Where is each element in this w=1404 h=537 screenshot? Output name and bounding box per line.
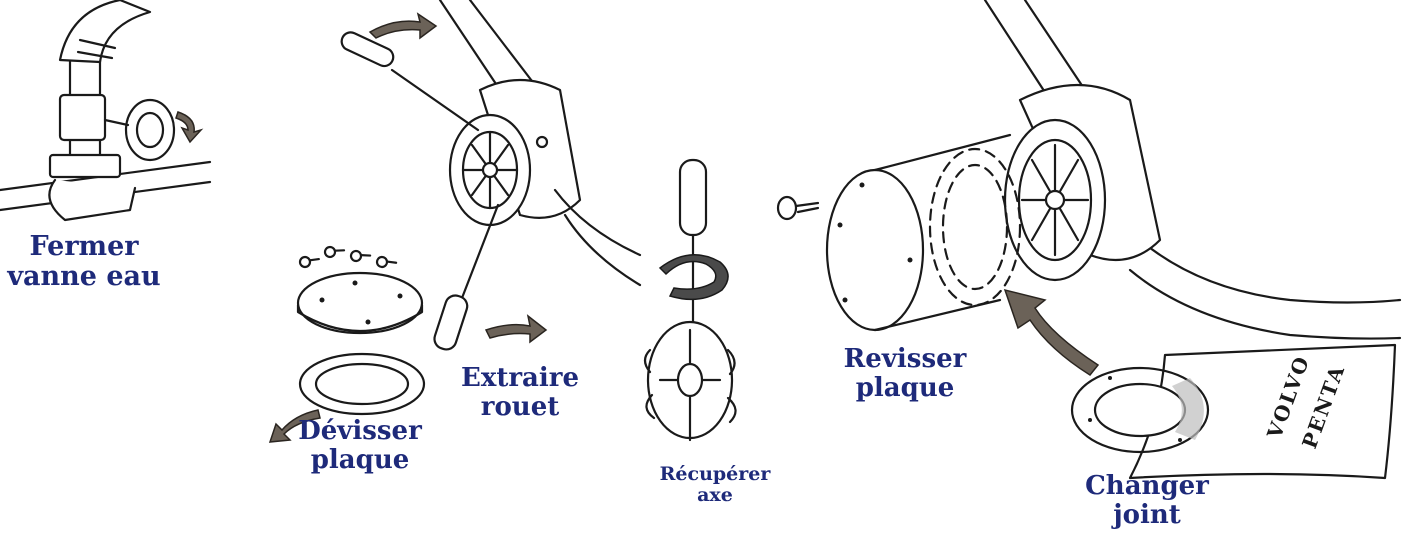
caption-line: Revisser [830, 345, 980, 374]
caption-line: joint [1072, 501, 1222, 530]
pump-body-icon [985, 0, 1400, 339]
caption-line: Récupérer [650, 464, 780, 485]
step-caption-close-valve: Fermer vanne eau [4, 232, 164, 291]
caption-line: Fermer [4, 232, 164, 262]
caption-line: plaque [285, 446, 435, 475]
water-valve-icon [0, 0, 210, 220]
gasket-icon [300, 354, 424, 414]
step-caption-extract-impeller: Extraire rouet [450, 364, 590, 421]
caption-line: Dévisser [285, 417, 435, 446]
cover-plate-icon [298, 273, 422, 333]
caption-line: Changer [1072, 472, 1222, 501]
pump-body-icon [440, 0, 640, 285]
gasket-icon [1072, 368, 1208, 452]
screws-icon [299, 244, 397, 269]
caption-line: rouet [450, 393, 590, 422]
impeller-icon [645, 322, 736, 440]
step-caption-rescrew-plate: Revisser plaque [830, 345, 980, 402]
cover-plate-icon [827, 135, 1010, 330]
caption-line: plaque [830, 374, 980, 403]
curved-arrow-icon [1005, 290, 1098, 375]
caption-line: axe [650, 485, 780, 506]
step-caption-unscrew-plate: Dévisser plaque [285, 417, 435, 474]
screws-icon [778, 197, 818, 219]
caption-line: vanne eau [4, 262, 164, 292]
step-caption-recover-shaft: Récupérer axe [650, 464, 780, 506]
gasket-icon [930, 149, 1020, 305]
step-caption-change-gasket: Changer joint [1072, 472, 1222, 529]
caption-line: Extraire [450, 364, 590, 393]
